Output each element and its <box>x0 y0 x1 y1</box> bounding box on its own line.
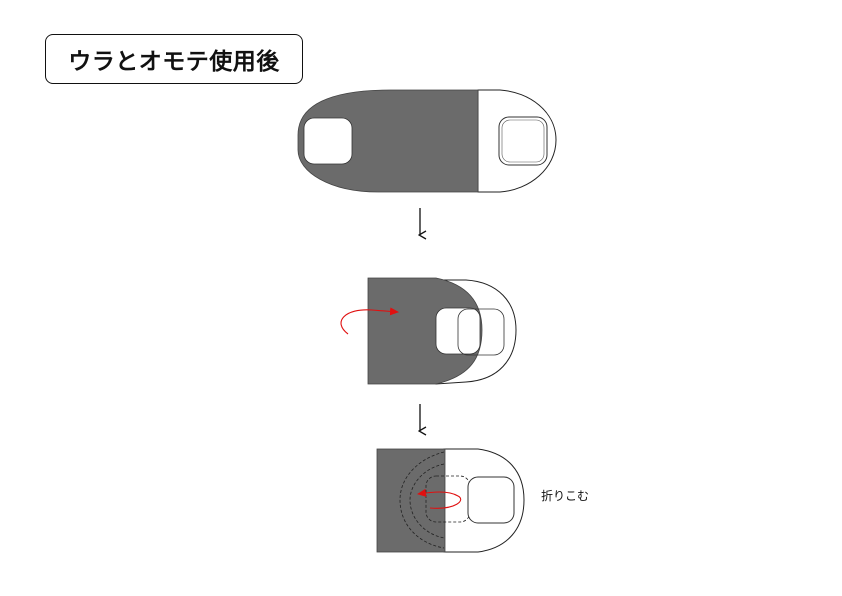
step1-right-ear-hole-inner <box>501 119 545 163</box>
step2-mask-dark-body <box>367 277 483 385</box>
fold-in-label: 折りこむ <box>541 489 590 503</box>
step3-mask-dark-body <box>376 448 446 553</box>
step2-mask <box>340 277 517 385</box>
curved-red-arrow-icon <box>340 307 399 335</box>
step3-mask <box>376 448 525 553</box>
step1-mask <box>297 89 557 193</box>
step1-right-ear-hole <box>498 116 548 166</box>
step3-ear-hole <box>467 476 515 524</box>
step3-hidden-fold-outline <box>399 451 445 549</box>
step1-mask-left-half <box>297 89 479 193</box>
page-title: ウラとオモテ使用後 <box>68 49 280 75</box>
curved-red-arrow-icon <box>417 488 462 509</box>
title-box: ウラとオモテ使用後 <box>45 34 303 84</box>
step2-ear-hole-outer <box>457 308 505 356</box>
step1-left-ear-hole <box>303 117 353 165</box>
step3-hidden-fold-outline-inner <box>409 463 445 539</box>
